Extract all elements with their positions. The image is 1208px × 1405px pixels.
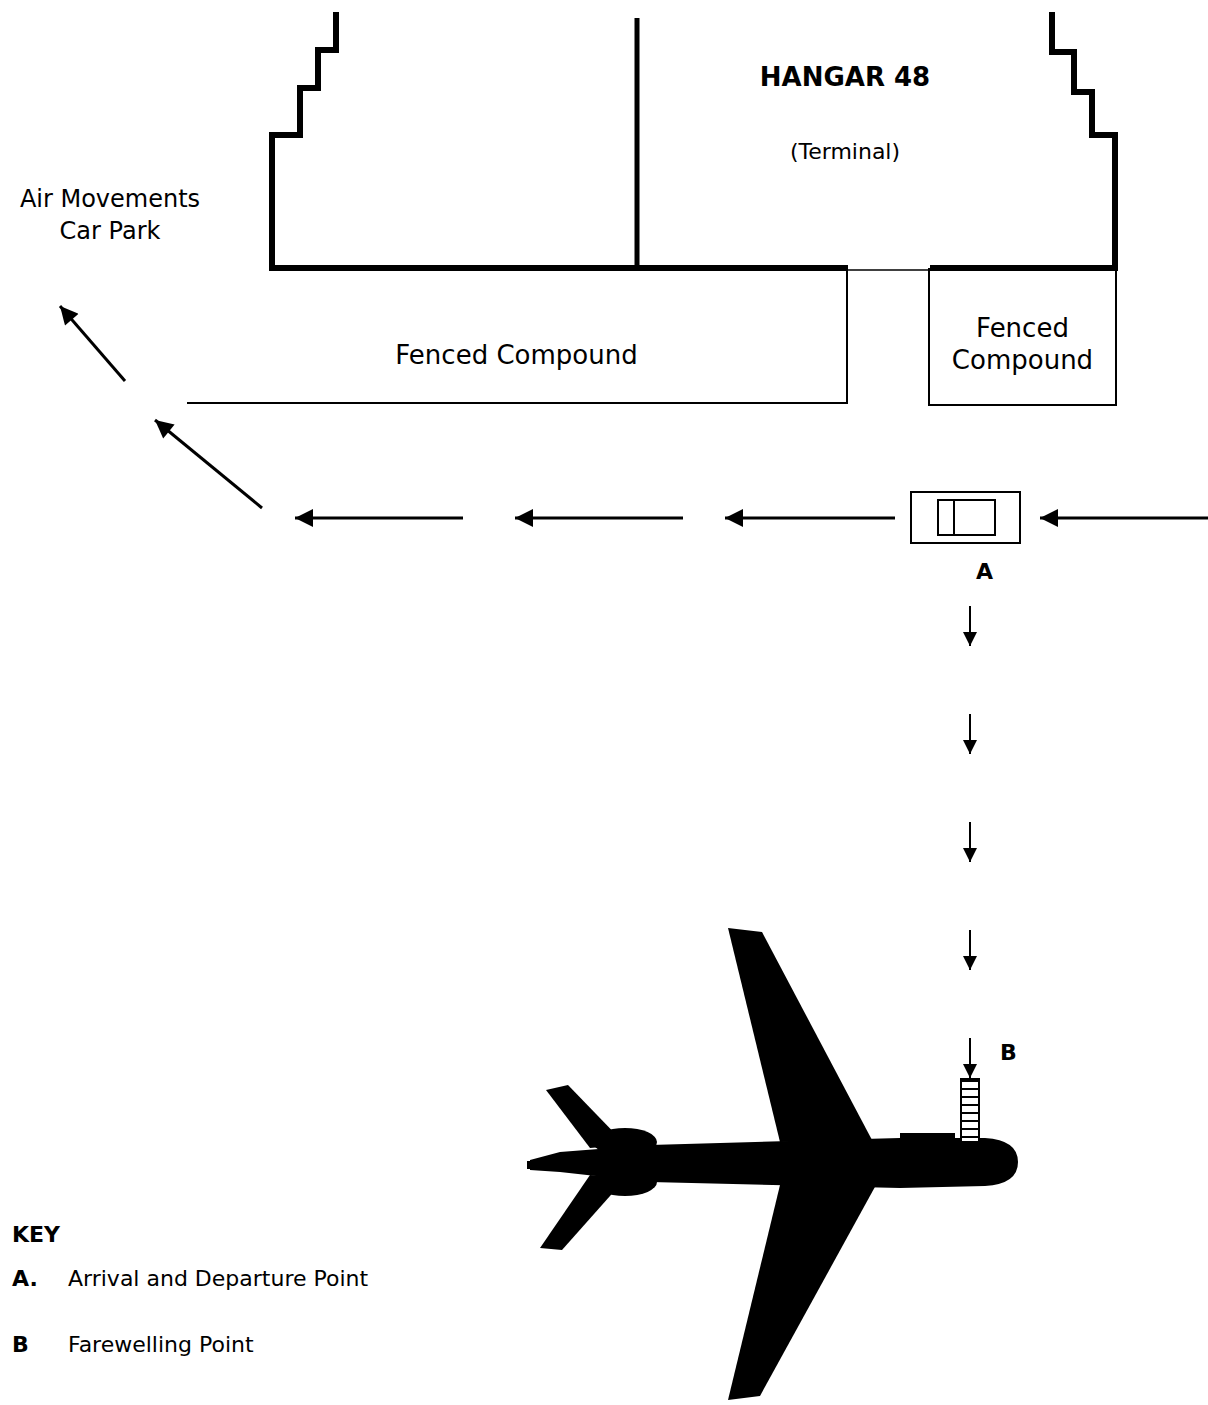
vehicle-outline xyxy=(912,493,1019,542)
key-letter: A. xyxy=(12,1264,62,1294)
fenced-compound: Fenced Compound xyxy=(928,268,1117,406)
box-title: Fenced Compound xyxy=(938,312,1107,377)
route-arrow xyxy=(60,306,125,381)
point-letter: A xyxy=(976,559,993,584)
route-arrow xyxy=(1040,517,1208,520)
fenced-compound: Fenced Compound xyxy=(187,268,848,404)
hangar-walls xyxy=(272,12,1115,270)
aircraft-silhouette xyxy=(527,928,1018,1400)
legend-text: Farewelling Point xyxy=(68,1330,254,1360)
legend-row: Arrival and Departure Point xyxy=(68,1264,368,1294)
terminal-building: HANGAR 48 (Terminal) xyxy=(640,22,1050,258)
route-arrow xyxy=(515,517,683,520)
point-letter: B xyxy=(1000,1040,1017,1065)
key-heading: KEY xyxy=(12,1220,92,1250)
box-title: HANGAR 48 xyxy=(760,62,930,93)
box-subtitle: (Terminal) xyxy=(790,139,900,165)
route-arrow xyxy=(295,517,463,520)
vehicle-box: A xyxy=(910,491,1021,544)
legend-row: Farewelling Point xyxy=(68,1330,254,1360)
route-arrow xyxy=(725,517,895,520)
key-letter: B xyxy=(12,1330,62,1360)
walking-route xyxy=(969,544,971,1078)
route-arrow xyxy=(155,420,262,508)
route-arrows xyxy=(60,306,1208,518)
box-title: Fenced Compound xyxy=(395,340,637,371)
aircraft-stairs: B xyxy=(960,1078,980,1143)
legend-text: Arrival and Departure Point xyxy=(68,1264,368,1294)
place-label: Air Movements Car Park xyxy=(5,183,215,248)
